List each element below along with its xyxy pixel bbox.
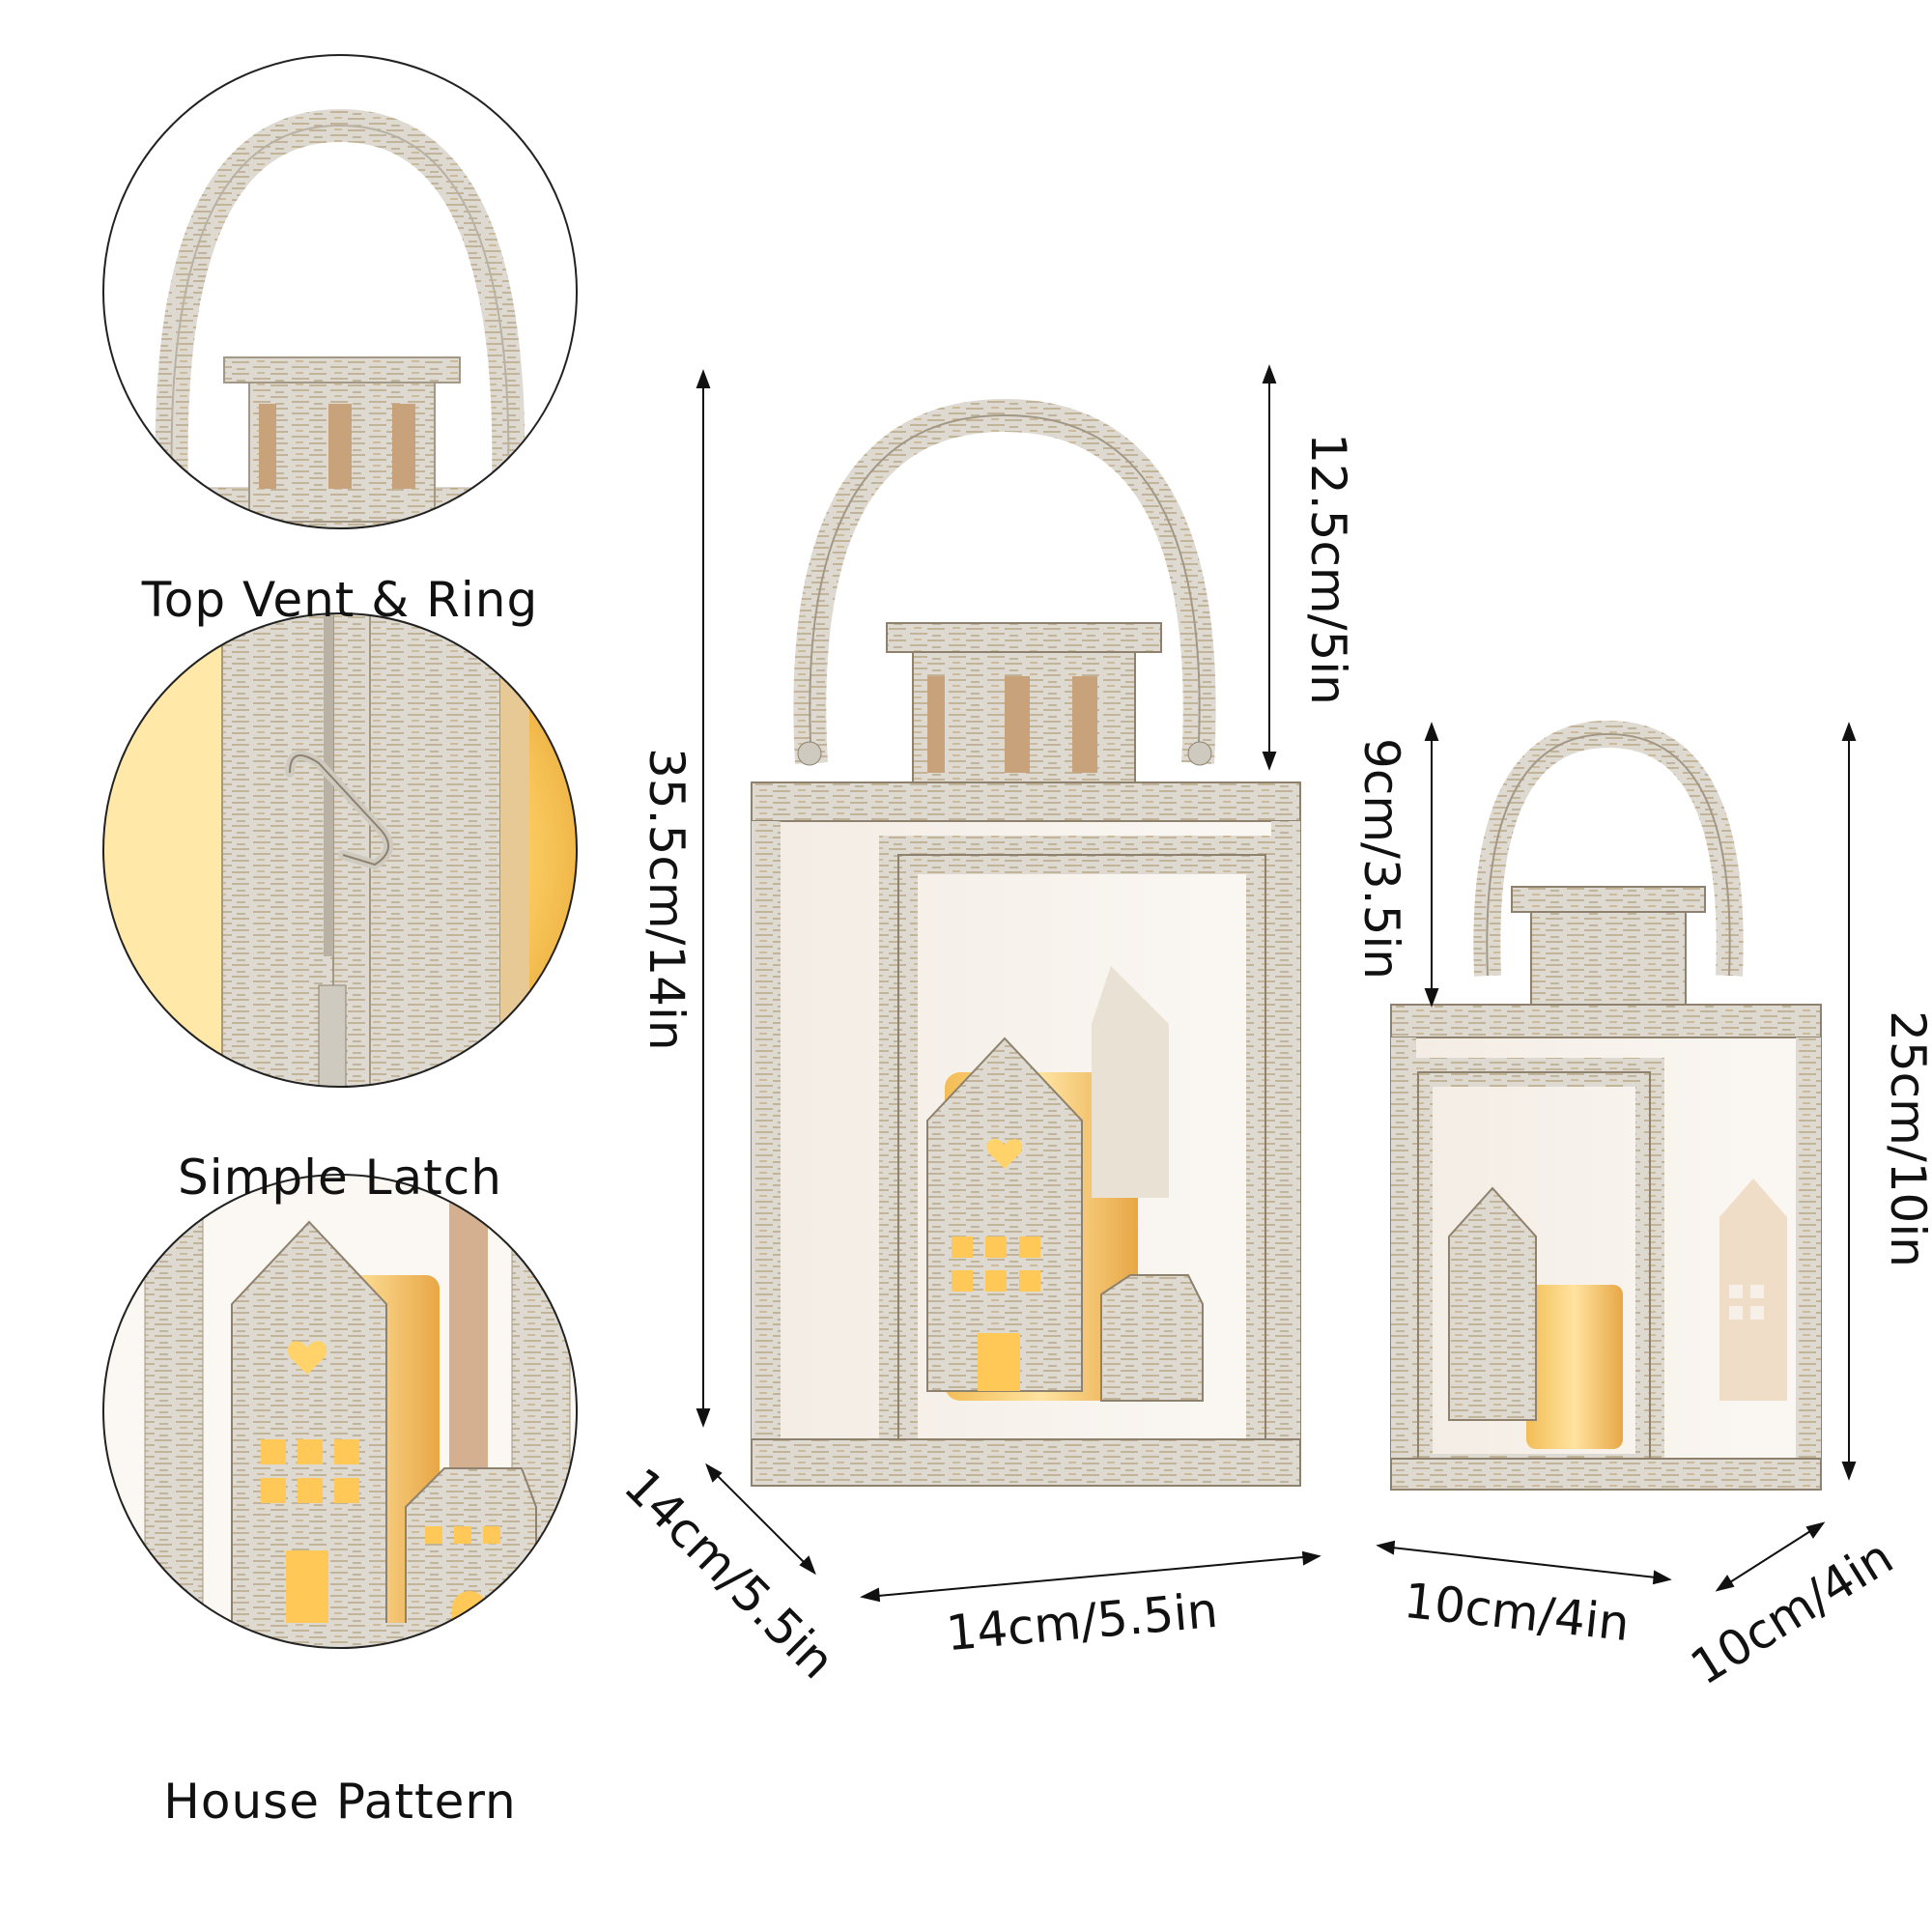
large-handle-label: 12.5cm/5in [1300,433,1356,705]
house-pattern-detail-circle [102,1174,578,1649]
small-height-label: 25cm/10in [1880,1010,1932,1267]
large-height-label: 35.5cm/14in [639,748,695,1051]
house-pattern-caption: House Pattern [163,1774,517,1830]
top-vent-caption: Top Vent & Ring [141,572,539,628]
simple-latch-detail-circle [102,612,578,1088]
dimension-lines [696,364,1857,1603]
simple-latch-caption: Simple Latch [178,1150,502,1206]
small-handle-label: 9cm/3.5in [1353,738,1409,980]
top-vent-detail-circle [102,54,578,529]
small-lantern [1390,720,1822,1491]
large-lantern [751,398,1301,1487]
